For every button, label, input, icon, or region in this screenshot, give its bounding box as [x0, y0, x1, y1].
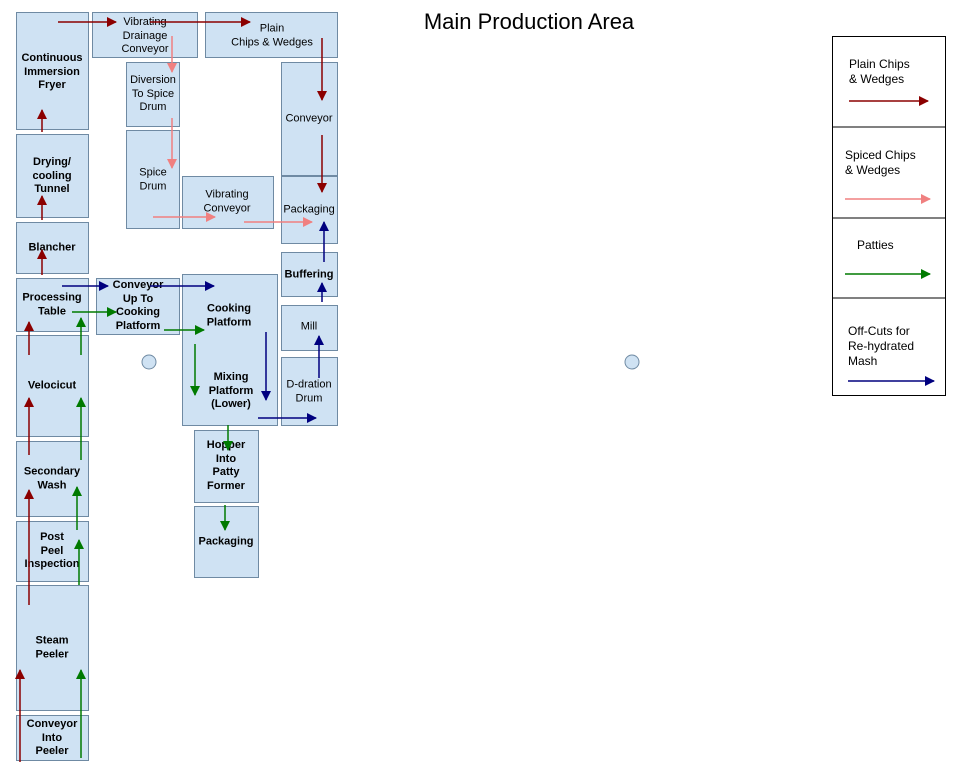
node-label-cooking-platform: Cooking Platform	[206, 302, 252, 329]
legend-label-patties: Patties	[857, 238, 894, 252]
node-packaging-top	[281, 176, 338, 244]
node-steam-peeler	[16, 585, 89, 711]
node-label-hopper-into-patty-former: Hopper Into Patty Former	[206, 439, 246, 492]
node-label-packaging-top: Packaging	[283, 203, 335, 216]
node-label-conveyor-up-to-cooking-platform: Conveyor Up To Cooking Platform	[112, 279, 164, 332]
legend-label-offcuts: Off-Cuts for Re-hydrated Mash	[848, 324, 915, 368]
node-label-vibrating-drainage-conveyor: Vibrating Drainage Conveyor	[121, 15, 169, 55]
node-continuous-immersion-fryer	[16, 12, 89, 130]
node-label-diversion-to-spice-drum: Diversion To Spice Drum	[130, 73, 176, 113]
node-vibrating-conveyor	[182, 176, 274, 229]
legend-label-plain: Plain Chips & Wedges	[849, 57, 910, 86]
node-label-mixing-platform-lower: Mixing Platform (Lower)	[208, 370, 254, 410]
node-plain-chips-wedges	[205, 12, 338, 58]
node-blancher	[16, 222, 89, 274]
node-label-continuous-immersion-fryer: Continuous Immersion Fryer	[21, 51, 83, 91]
circle-marker-2	[624, 354, 640, 370]
node-label-secondary-wash: Secondary Wash	[23, 465, 81, 492]
node-label-steam-peeler: Steam Peeler	[35, 634, 69, 661]
node-conveyor-into-peeler	[16, 715, 89, 761]
node-label-packaging-bottom: Packaging	[198, 535, 254, 548]
node-label-conveyor-right: Conveyor	[285, 112, 333, 125]
node-packaging-bottom	[194, 506, 259, 578]
node-label-vibrating-conveyor: Vibrating Conveyor	[203, 188, 251, 215]
node-label-mill: Mill	[300, 320, 318, 333]
node-conveyor-right	[281, 62, 338, 176]
node-label-conveyor-into-peeler: Conveyor Into Peeler	[26, 717, 78, 757]
node-label-velocicut: Velocicut	[27, 379, 77, 392]
node-label-processing-table: Processing Table	[22, 291, 82, 318]
legend-label-spiced: Spiced Chips & Wedges	[845, 148, 916, 177]
node-spice-drum	[126, 130, 180, 229]
node-post-peel-inspection	[16, 521, 89, 582]
circle-marker-1	[141, 354, 157, 370]
node-label-post-peel-inspection: Post Peel Inspection	[24, 530, 80, 570]
node-drying-cooling-tunnel	[16, 134, 89, 218]
node-mill	[281, 305, 338, 351]
node-buffering	[281, 252, 338, 297]
node-label-plain-chips-wedges: Plain Chips & Wedges	[231, 22, 313, 49]
node-label-spice-drum: Spice Drum	[139, 166, 167, 193]
node-label-buffering: Buffering	[284, 268, 334, 281]
page-title: Main Production Area	[423, 9, 635, 34]
node-conveyor-up-to-cooking-platform	[96, 278, 180, 335]
node-velocicut	[16, 335, 89, 437]
node-label-d-dration-drum: D-dration Drum	[286, 378, 332, 405]
node-label-drying-cooling-tunnel: Drying/ cooling Tunnel	[32, 155, 72, 195]
